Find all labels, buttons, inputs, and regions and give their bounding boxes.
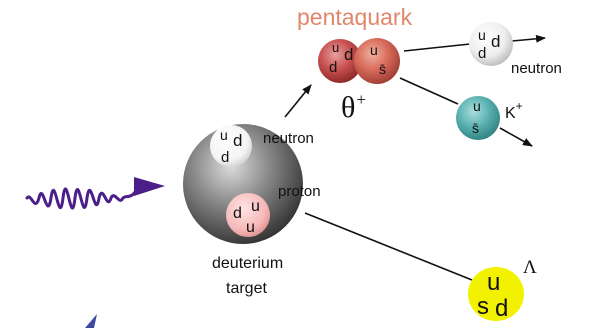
quark-proton-inner-3: u xyxy=(246,219,255,236)
quark-neutron-inner-2: d xyxy=(233,131,242,150)
proton-inner-label: proton xyxy=(278,183,321,200)
quark-lambda-1: u xyxy=(487,269,500,296)
pentaquark-ball xyxy=(318,38,400,84)
quark-penta-left-3: d xyxy=(329,59,337,76)
pentaquark-label: pentaquark xyxy=(297,4,413,30)
quark-lambda-3: d xyxy=(495,295,508,322)
kaon-arrow xyxy=(499,127,533,147)
quark-neutron-inner-3: d xyxy=(221,149,229,166)
neutron-inner-label: neutron xyxy=(263,130,314,147)
quark-proton-inner-2: u xyxy=(251,198,260,215)
quark-penta-left-1: u xyxy=(332,40,339,55)
quark-penta-right-1: u xyxy=(370,42,378,58)
deuterium-label-line2: target xyxy=(226,280,267,297)
neutron-out-ball xyxy=(469,22,513,66)
kaon-ball xyxy=(456,96,500,140)
quark-lambda-2: s xyxy=(477,293,489,320)
neutron-out-label: neutron xyxy=(511,60,562,77)
theta-superscript: + xyxy=(356,90,366,109)
quark-penta-left-2: d xyxy=(344,45,353,64)
lambda-track xyxy=(304,212,473,281)
proton-inner-ball xyxy=(226,193,270,237)
arrow-fragment-icon xyxy=(85,314,97,328)
photon-icon xyxy=(25,177,165,210)
theta-symbol: θ xyxy=(341,91,355,124)
quark-kaon-2: s̄ xyxy=(472,120,479,136)
lambda-ball xyxy=(468,267,524,321)
pentaquark-track xyxy=(284,84,312,118)
theta-label: θ+ xyxy=(341,90,366,124)
deuterium-target-ball xyxy=(183,124,303,244)
quark-neutron-out-2: d xyxy=(491,32,500,51)
quark-neutron-out-3: d xyxy=(478,45,486,62)
quark-kaon-1: u xyxy=(473,98,481,114)
quark-neutron-out-1: u xyxy=(478,27,486,43)
quark-neutron-inner-1: u xyxy=(220,127,228,143)
deuterium-label-line1: deuterium xyxy=(212,255,283,272)
kaon-superscript: + xyxy=(516,99,523,113)
kaon-label: K+ xyxy=(505,99,523,122)
quark-proton-inner-1: d xyxy=(233,205,242,222)
neutron-inner-ball xyxy=(210,125,252,167)
kaon-symbol: K xyxy=(505,105,516,122)
lambda-label: Λ xyxy=(523,257,537,278)
kaon-track xyxy=(399,77,459,105)
quark-penta-right-2: s̄ xyxy=(379,61,386,77)
neutron-out-arrow xyxy=(511,34,546,43)
neutron-out-track xyxy=(403,43,471,52)
